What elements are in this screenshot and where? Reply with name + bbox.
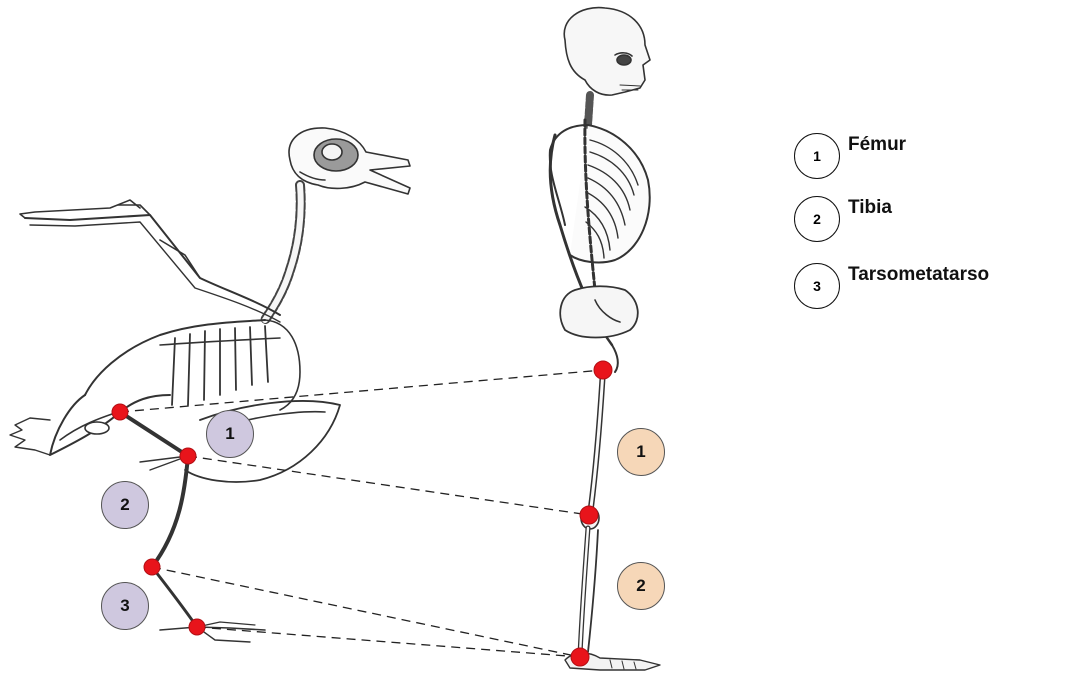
bird-hip-marker	[112, 404, 128, 420]
legend-number-circle: 1	[794, 133, 840, 179]
legend-number-circle: 2	[794, 196, 840, 242]
human-ankle-marker	[571, 648, 589, 666]
bird-toe-marker	[189, 619, 205, 635]
legend-label: Tibia	[848, 197, 892, 219]
human-knee-marker	[580, 506, 598, 524]
bird-femur-badge: 1	[206, 410, 254, 458]
bird-tibia-badge: 2	[101, 481, 149, 529]
human-hip-marker	[594, 361, 612, 379]
legend-item-femur: 1 Fémur	[794, 131, 840, 181]
human-tibia-badge: 2	[617, 562, 665, 610]
bird-ankle-marker	[144, 559, 160, 575]
knee-link-line	[188, 456, 589, 515]
hip-link-line	[120, 370, 603, 412]
correspondence-lines	[120, 370, 603, 657]
legend-label: Fémur	[848, 134, 906, 156]
legend-item-tibia: 2 Tibia	[794, 194, 840, 244]
bird-skeleton-icon	[10, 128, 410, 642]
bird-tarsometatarsus-badge: 3	[101, 582, 149, 630]
toe-link-line	[197, 627, 580, 657]
legend-label: Tarsometatarso	[848, 264, 989, 286]
human-femur-badge: 1	[617, 428, 665, 476]
bird-knee-marker	[180, 448, 196, 464]
legend-item-tarsometatarsus: 3 Tarsometatarso	[794, 261, 840, 311]
legend-number-circle: 3	[794, 263, 840, 309]
ankle-link-line	[152, 567, 580, 657]
